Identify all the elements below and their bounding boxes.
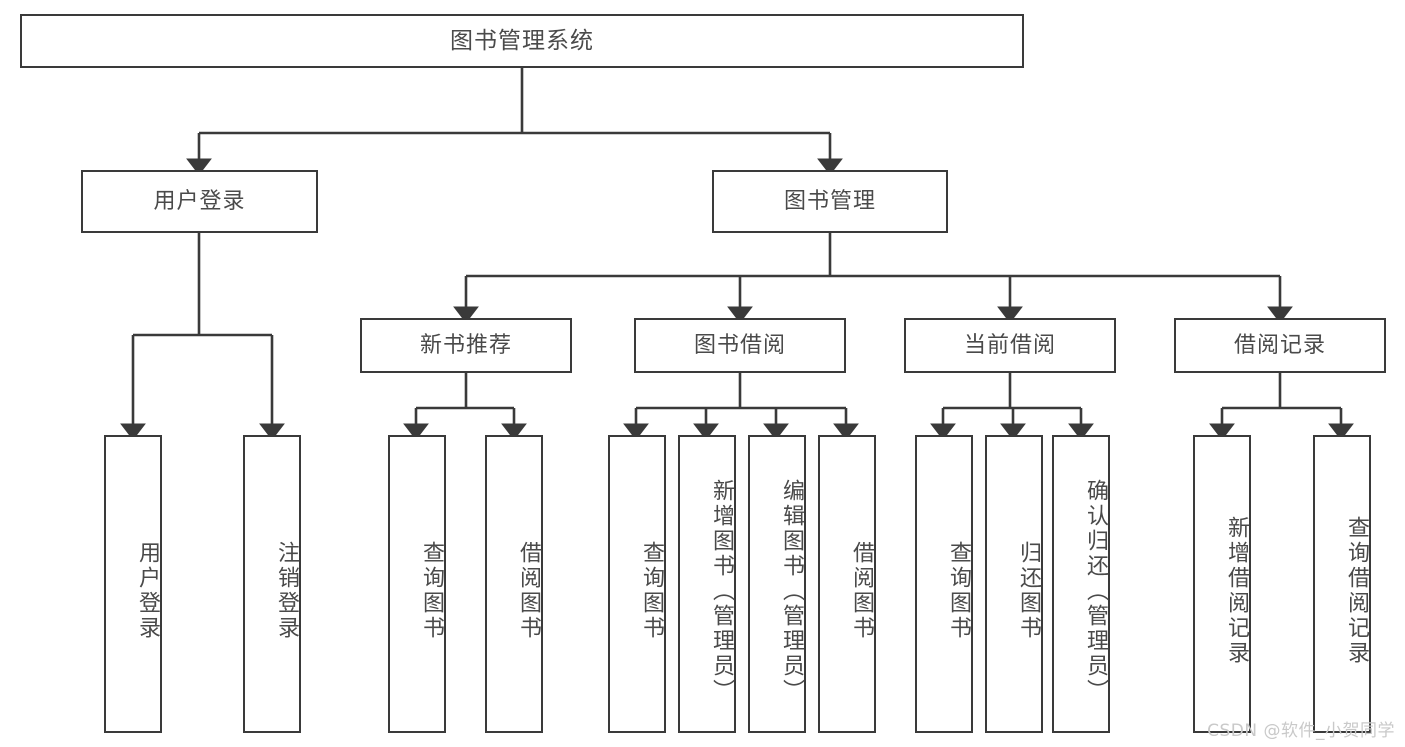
leaf-current-query-book[interactable]: 查询图书 bbox=[915, 435, 973, 733]
node-label: 图书管理系统 bbox=[450, 27, 594, 54]
node-new-book-recommend[interactable]: 新书推荐 bbox=[360, 318, 572, 373]
node-label: 借阅图书 bbox=[516, 541, 541, 641]
node-label: 查询图书 bbox=[946, 541, 971, 641]
node-label: 新书推荐 bbox=[419, 332, 512, 358]
node-root-system[interactable]: 图书管理系统 bbox=[20, 14, 1024, 68]
leaf-records-add-record[interactable]: 新增借阅记录 bbox=[1193, 435, 1251, 733]
leaf-borrow-borrow-book[interactable]: 借阅图书 bbox=[818, 435, 876, 733]
node-book-borrow[interactable]: 图书借阅 bbox=[634, 318, 846, 373]
leaf-new-book-borrow[interactable]: 借阅图书 bbox=[485, 435, 543, 733]
node-label: 注销登录 bbox=[274, 541, 299, 641]
node-label: 新增借阅记录 bbox=[1224, 516, 1249, 666]
leaf-user-login-login[interactable]: 用户登录 bbox=[104, 435, 162, 733]
node-label: 借阅图书 bbox=[849, 541, 874, 641]
node-label: 确认归还（管理员） bbox=[1083, 478, 1108, 704]
leaf-borrow-add-book-admin[interactable]: 新增图书（管理员） bbox=[678, 435, 736, 733]
node-user-login[interactable]: 用户登录 bbox=[81, 170, 318, 233]
node-label: 归还图书 bbox=[1016, 541, 1041, 641]
leaf-current-return-book[interactable]: 归还图书 bbox=[985, 435, 1043, 733]
node-label: 新增图书（管理员） bbox=[709, 478, 734, 704]
node-book-management[interactable]: 图书管理 bbox=[712, 170, 948, 233]
leaf-user-login-logout[interactable]: 注销登录 bbox=[243, 435, 301, 733]
leaf-borrow-edit-book-admin[interactable]: 编辑图书（管理员） bbox=[748, 435, 806, 733]
node-label: 查询图书 bbox=[419, 541, 444, 641]
node-label: 用户登录 bbox=[153, 188, 246, 214]
node-borrow-records[interactable]: 借阅记录 bbox=[1174, 318, 1386, 373]
node-label: 用户登录 bbox=[135, 541, 160, 641]
node-label: 借阅记录 bbox=[1233, 332, 1326, 358]
leaf-records-query-record[interactable]: 查询借阅记录 bbox=[1313, 435, 1371, 733]
node-label: 图书借阅 bbox=[693, 332, 786, 358]
node-label: 查询借阅记录 bbox=[1344, 516, 1369, 666]
node-label: 图书管理 bbox=[783, 188, 876, 214]
node-current-borrow[interactable]: 当前借阅 bbox=[904, 318, 1116, 373]
leaf-borrow-query-book[interactable]: 查询图书 bbox=[608, 435, 666, 733]
watermark-text: CSDN @软件_小贺同学 bbox=[1207, 721, 1395, 741]
node-label: 查询图书 bbox=[639, 541, 664, 641]
leaf-current-confirm-return-admin[interactable]: 确认归还（管理员） bbox=[1052, 435, 1110, 733]
leaf-new-book-query[interactable]: 查询图书 bbox=[388, 435, 446, 733]
node-label: 当前借阅 bbox=[963, 332, 1056, 358]
node-label: 编辑图书（管理员） bbox=[779, 478, 804, 704]
